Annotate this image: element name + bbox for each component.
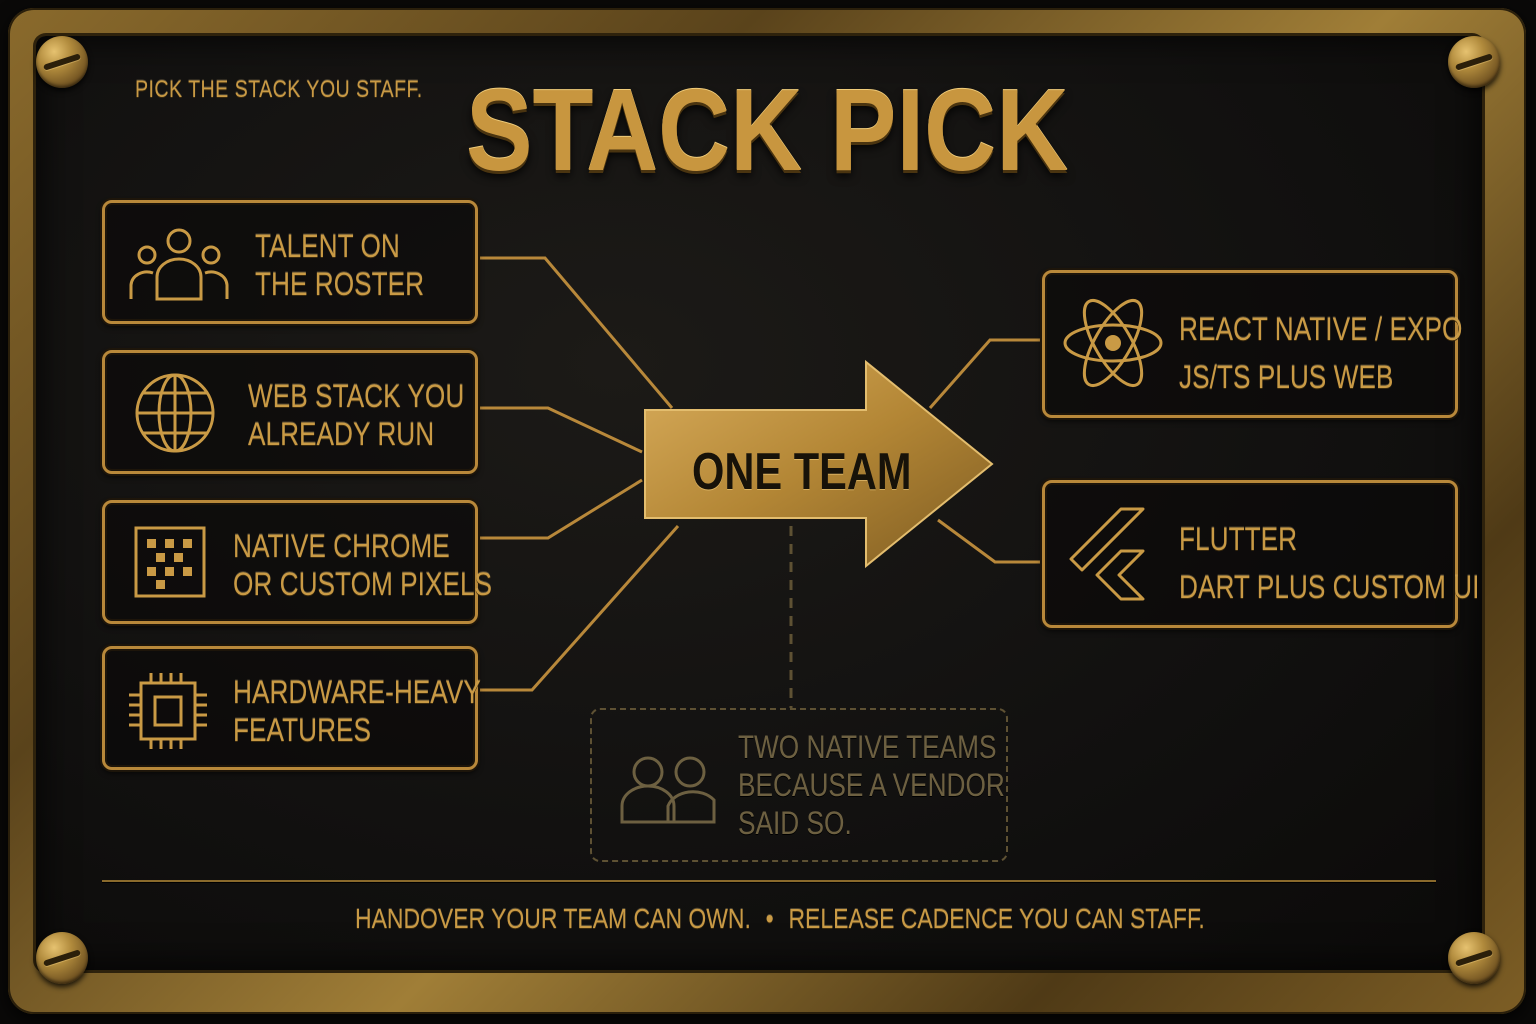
rejected-line: BECAUSE A VENDOR	[738, 767, 1005, 803]
output-card-flutter: FLUTTER DART PLUS CUSTOM UI	[1042, 480, 1479, 628]
screw-icon	[36, 932, 88, 984]
input-line: HARDWARE-HEAVY	[233, 674, 481, 710]
input-line: TALENT ON	[255, 228, 400, 264]
footer-right: RELEASE CADENCE YOU CAN STAFF.	[788, 903, 1205, 934]
rejected-line: TWO NATIVE TEAMS	[738, 729, 997, 765]
rejected-option-card: TWO NATIVE TEAMS BECAUSE A VENDOR SAID S…	[590, 708, 1008, 862]
react-atom-icon	[1063, 298, 1163, 388]
screw-icon	[1448, 932, 1500, 984]
input-card-native: NATIVE CHROME OR CUSTOM PIXELS	[102, 500, 492, 624]
input-card-talent: TALENT ON THE ROSTER	[102, 200, 478, 324]
footer-left: HANDOVER YOUR TEAM CAN OWN.	[355, 903, 751, 934]
chip-icon	[129, 673, 207, 749]
pixel-grid-icon	[134, 526, 206, 598]
connector-native	[476, 478, 643, 540]
input-card-web: WEB STACK YOU ALREADY RUN	[102, 350, 478, 474]
connector-talent	[476, 256, 674, 409]
output-line: FLUTTER	[1179, 521, 1298, 557]
tagline: PICK THE STACK YOU STAFF.	[135, 76, 423, 103]
one-team-arrow	[644, 359, 994, 569]
screw-icon	[36, 36, 88, 88]
connector-hardware	[476, 525, 680, 692]
output-line: REACT NATIVE / EXPO	[1179, 311, 1463, 347]
footer-separator: •	[765, 903, 774, 934]
output-line: JS/TS PLUS WEB	[1179, 359, 1394, 395]
flutter-icon	[1069, 507, 1145, 601]
divider	[102, 880, 1436, 882]
output-line: DART PLUS CUSTOM UI	[1179, 569, 1480, 605]
input-line: THE ROSTER	[255, 266, 425, 302]
one-team-label: ONE TEAM	[692, 443, 912, 501]
connector-flutter	[937, 518, 1042, 564]
rejected-line: SAID SO.	[738, 805, 852, 841]
page-title: STACK PICK	[466, 65, 1069, 195]
globe-icon	[135, 373, 215, 453]
screw-icon	[1448, 36, 1500, 88]
input-line: NATIVE CHROME	[233, 528, 450, 564]
footer: HANDOVER YOUR TEAM CAN OWN. • RELEASE CADE…	[355, 903, 1205, 935]
input-line: FEATURES	[233, 712, 372, 748]
two-people-icon	[620, 756, 716, 824]
input-line: ALREADY RUN	[248, 416, 435, 452]
connector-web	[476, 406, 643, 454]
input-line: WEB STACK YOU	[248, 378, 465, 414]
input-card-hardware: HARDWARE-HEAVY FEATURES	[102, 646, 481, 770]
connector-react	[928, 338, 1042, 409]
input-line: OR CUSTOM PIXELS	[233, 566, 493, 602]
output-card-react: REACT NATIVE / EXPO JS/TS PLUS WEB	[1042, 270, 1462, 418]
people-icon	[129, 228, 229, 301]
